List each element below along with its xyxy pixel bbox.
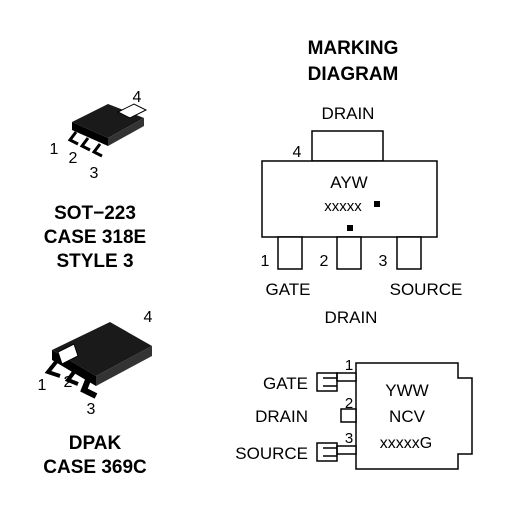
sot223-marking-pin-1-number: 1 [261,253,270,270]
sot223-marking-top-label: DRAIN [322,104,375,123]
dpak-marking-pin-1-number: 1 [345,357,353,374]
sot223-pin-3-number: 3 [90,165,99,182]
dpak-pin-1-number: 1 [38,377,47,394]
sot223-body-front [72,122,108,146]
sot223-marking-pin-1 [277,236,303,270]
sot223-marking-pin-1-label: GATE [265,280,310,299]
sot223-marking-drawing: DRAIN 4 AYW xxxxx 1 2 3 GATE DRAIN SOURC… [261,104,463,327]
sot223-marking-dot-2 [347,225,353,231]
sot223-marking-tab-pin: 4 [293,144,302,161]
sot223-caption: SOT−223 CASE 318E STYLE 3 [20,202,170,274]
dpak-marking-drawing: 1 2 3 GATE DRAIN SOURCE YWW NCV xxxxxG [235,357,473,470]
dpak-marking-pin-2-label: DRAIN [255,407,308,426]
sot223-marking-pin-2-number: 2 [320,253,329,270]
sot223-lead-3 [91,143,103,158]
sot223-marking-pin-3 [396,236,422,270]
dpak-marking-line-2: NCV [389,407,426,426]
dpak-pin-2-number: 2 [64,374,73,391]
sot223-marking-line-2: xxxxx [324,198,362,215]
sot223-marking-pin-2 [336,236,362,270]
sot223-marking-pin-2-label: DRAIN [325,308,378,327]
dpak-marking-pin-3-lead [336,445,357,455]
sot223-lead-2 [79,137,91,152]
sot223-marking-pin-3-label: SOURCE [390,280,463,299]
dpak-marking-pin-3-label: SOURCE [235,444,308,463]
dpak-marking-pin-1-lead [336,372,357,382]
dpak-tab [57,343,79,365]
sot223-pin-2-number: 2 [69,150,78,167]
dpak-marking-body [355,362,473,470]
dpak-caption: DPAK CASE 369C [20,432,170,480]
sot223-marking-dot-1 [374,201,380,207]
dpak-marking-pin-2-lead [340,408,357,423]
sot223-caption-line-3: STYLE 3 [56,251,134,272]
sot223-marking-tab [311,130,384,162]
dpak-package-illustration: 1 2 3 4 [38,309,153,418]
dpak-marking-pin-1-label: GATE [263,374,308,393]
dpak-marking-pin-2-number: 2 [345,395,353,412]
marking-title-line-2: DIAGRAM [308,64,399,85]
dpak-marking-pin-3-number: 3 [345,430,353,447]
sot223-marking-pin-3-number: 3 [379,253,388,270]
dpak-body-side [96,346,152,386]
dpak-marking-line-3: xxxxxG [380,435,432,452]
sot223-caption-line-2: CASE 318E [43,227,147,248]
dpak-caption-line-1: DPAK [68,433,122,454]
sot223-marking-body [261,160,438,238]
dpak-pin-3-number: 3 [87,401,96,418]
dpak-body-top [52,322,152,376]
dpak-caption-line-2: CASE 369C [43,457,147,478]
sot223-pin-4-number: 4 [133,89,142,106]
sot223-pin-1-number: 1 [50,141,59,158]
dpak-marking-pin-3-foot [316,442,338,462]
sot223-caption-line-1: SOT−223 [54,203,136,224]
dpak-lead-1 [44,360,61,378]
dpak-pin-4-number: 4 [144,309,153,326]
sot223-marking-line-1: AYW [330,173,367,192]
sot223-tab [116,103,148,119]
sot223-body-side [108,118,144,146]
dpak-marking-pin-1-foot [316,372,338,392]
marking-title-line-1: MARKING [308,38,399,59]
dpak-lead-3 [80,378,98,399]
sot223-lead-1 [67,131,79,146]
dpak-lead-2 [64,370,79,386]
dpak-marking-line-1: YWW [385,381,428,400]
sot223-package-illustration: 1 2 3 4 [50,89,148,182]
